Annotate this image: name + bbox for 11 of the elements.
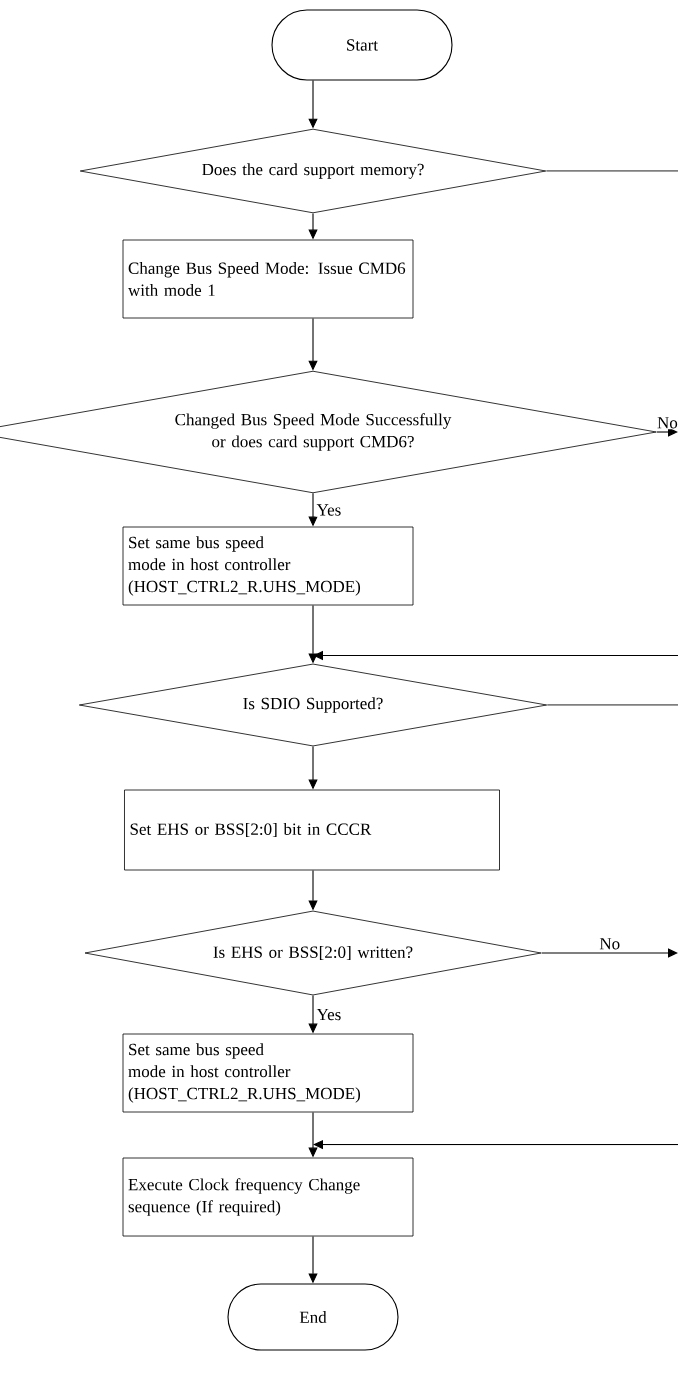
arrow [656,427,678,437]
process-box: Set same bus speed mode in host controller (HOST_CTRL2_R.UHS_MODE) [122,526,414,606]
edge-label: Yes [315,1007,343,1022]
arrow [540,948,678,958]
edge-label: Yes [315,503,343,517]
edge-label: No [598,937,622,951]
edge-label: No [656,416,678,430]
process-box: Set same bus speed mode in host controller (HOST_CTRL2_R.UHS_MODE) [122,1033,414,1113]
process-box: Execute Clock frequency Change sequence (If required) [122,1157,414,1237]
process-box: Set EHS or BSS[2:0] bit in CCCR [124,789,500,871]
process-box: Change Bus Speed Mode: Issue CMD6 with mode 1 [122,239,414,319]
